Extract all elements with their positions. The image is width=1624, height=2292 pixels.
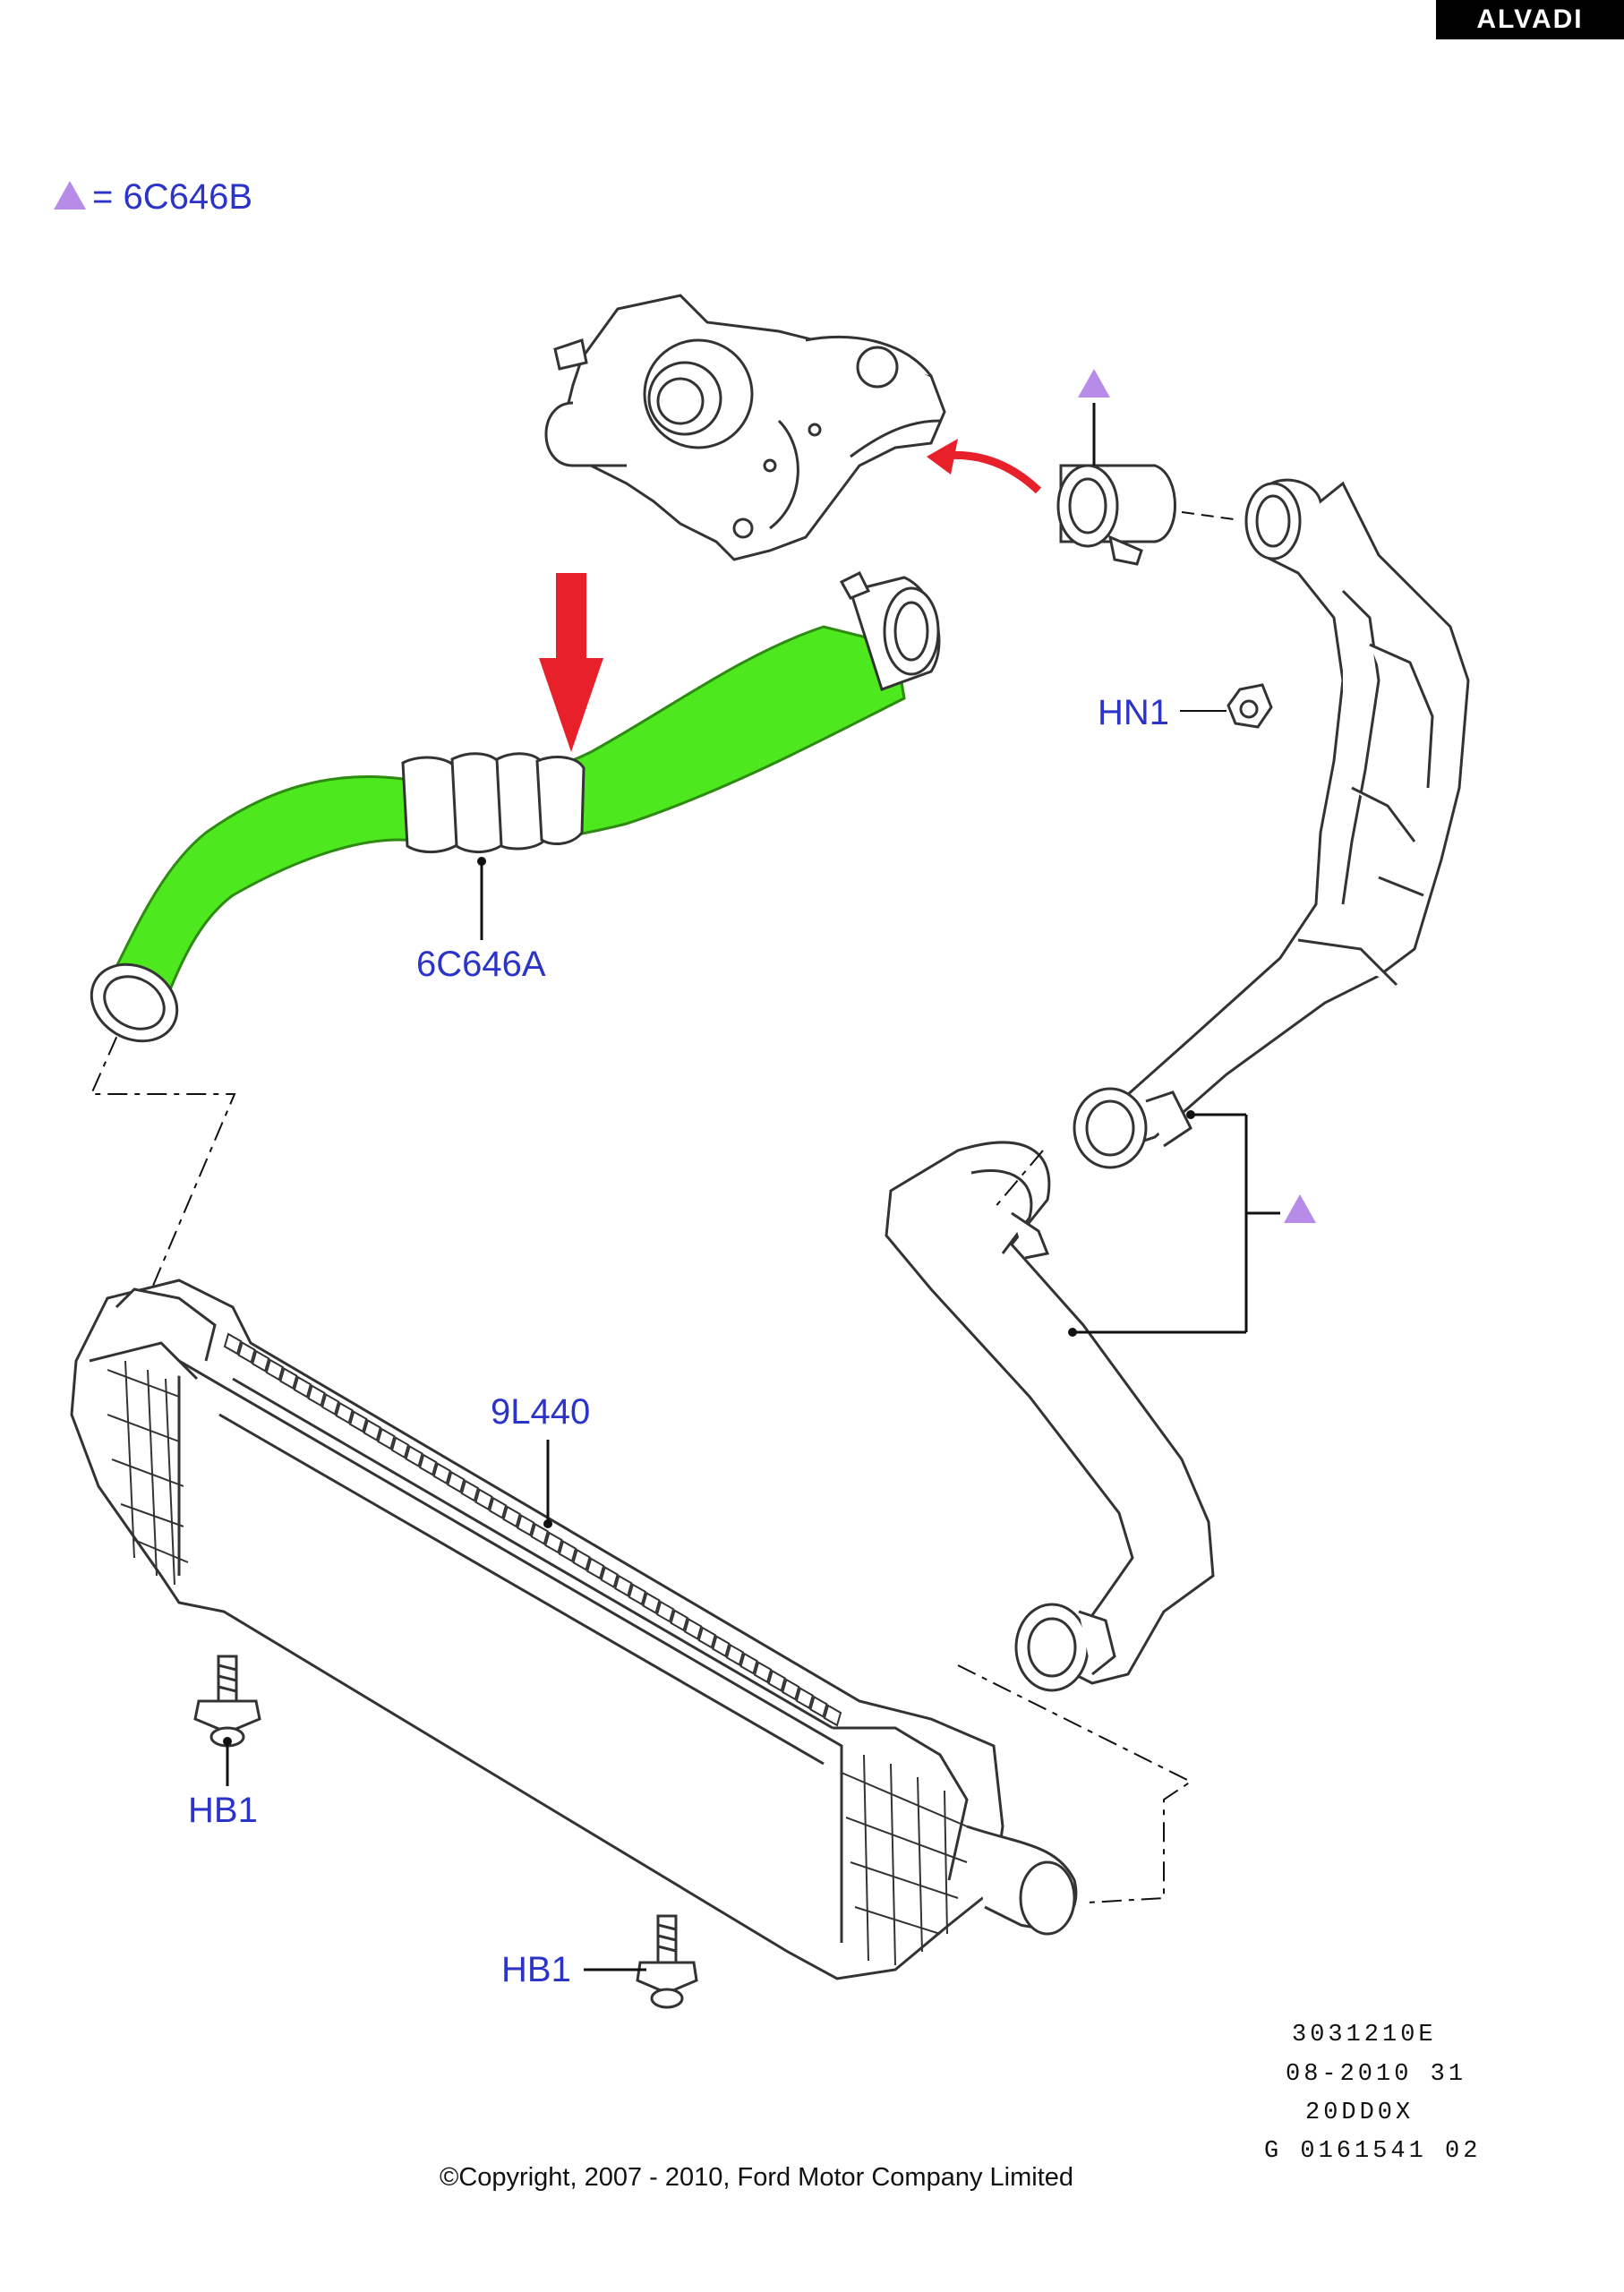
legend-triangle-icon [54,181,86,210]
rib [585,1557,605,1580]
outlet-duct [1073,478,1470,1169]
rib [600,1566,619,1589]
rib [349,1410,368,1433]
bracket-6c646b [1073,1113,1280,1334]
intercooler-ribs [223,1332,842,1727]
rib [753,1661,773,1684]
triangle-marker-top-icon [1078,369,1110,398]
rib [474,1488,493,1511]
code-line-1: 3031210E [1292,2022,1437,2048]
rib [223,1332,243,1356]
rib [712,1635,731,1658]
brand-badge: ALVADI [1436,0,1624,39]
code-line-4: G 0161541 02 [1264,2138,1482,2165]
bolt-hb1-bottom [636,1914,698,2009]
rib [279,1367,298,1390]
rib [739,1652,758,1675]
label-6c646a: 6C646A [416,945,546,984]
lower-pipe [885,1141,1215,1692]
rib [265,1358,284,1381]
rib [782,1678,800,1701]
rib [670,1609,688,1632]
intercooler-9l440 [70,1279,1078,1980]
rib [767,1669,786,1692]
connector-top [1056,464,1176,566]
rib [558,1540,577,1563]
rib [628,1583,647,1606]
label-hb1-bottom: HB1 [501,1950,571,1989]
rib [460,1479,480,1502]
rib [293,1375,312,1398]
rib [684,1617,703,1640]
rib [502,1505,521,1528]
rib [405,1444,423,1467]
rib [530,1522,549,1545]
rib [614,1574,633,1597]
rib [795,1687,815,1710]
rib [432,1462,451,1485]
rib [725,1643,745,1666]
rib [307,1384,326,1407]
label-hb1-left: HB1 [188,1791,258,1830]
red-curve-arrowhead [927,439,958,475]
rib [335,1401,354,1424]
rib [642,1592,661,1615]
legend-text: = 6C646B [92,177,253,217]
rib [377,1427,396,1450]
rib [823,1704,842,1727]
rib [488,1496,508,1519]
rib [517,1514,535,1537]
copyright-text: ©Copyright, 2007 - 2010, Ford Motor Comp… [439,2163,1074,2192]
triangle-marker-right-icon [1284,1194,1316,1223]
rib [251,1349,270,1373]
red-down-arrow [539,573,603,752]
rib [809,1695,828,1718]
bolt-hb1-left [193,1655,261,1748]
code-line-3: 20DD0X [1305,2100,1415,2126]
rib [447,1470,466,1493]
rib [363,1419,381,1442]
rib [237,1341,256,1364]
rib [321,1393,340,1416]
label-hn1: HN1 [1098,693,1170,732]
rib [697,1626,716,1649]
rib [572,1548,591,1571]
hose-6c646a [90,570,941,1043]
turbocharger [544,294,946,561]
rib [390,1436,410,1459]
label-9l440: 9L440 [491,1392,591,1432]
code-line-2: 08-2010 31 [1286,2061,1467,2088]
rib [544,1531,563,1554]
rib [655,1600,675,1623]
rib [418,1453,438,1476]
end-tank-grids [107,1360,968,1966]
hn1-nut [1227,683,1273,729]
